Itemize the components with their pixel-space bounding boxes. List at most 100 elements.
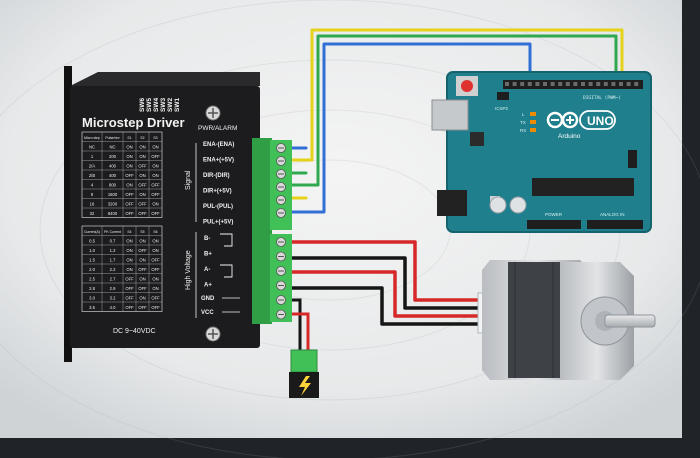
table-cell: 3.2	[110, 295, 116, 300]
header-pin	[520, 82, 525, 86]
table-cell: 2.2	[110, 267, 116, 272]
table-cell: ON	[139, 238, 145, 243]
table-cell: OFF	[138, 267, 147, 272]
table-cell: 0.7	[110, 238, 116, 243]
power-header	[527, 220, 581, 229]
motor-pin-label: A+	[204, 283, 212, 289]
logo-right-loop-icon	[561, 111, 579, 129]
table-cell: ON	[139, 173, 145, 178]
table-cell: 1.5	[89, 257, 95, 262]
dc-jack	[437, 190, 467, 216]
signal-pin-label: DIR+(+5V)	[203, 189, 232, 195]
logo-uno-text: UNO	[587, 114, 614, 128]
table-cell: 6400	[108, 211, 118, 216]
header-pin	[581, 82, 585, 86]
table-cell: OFF	[151, 295, 160, 300]
table-cell: OFF	[151, 154, 160, 159]
voltage-rating: DC 9~40VDC	[113, 328, 156, 335]
table-cell: ON	[152, 163, 158, 168]
table-cell: 3.5	[89, 305, 95, 310]
table-cell: 200	[109, 154, 117, 159]
table-cell: 2.5	[89, 276, 95, 281]
table-cell: OFF	[151, 267, 160, 272]
arduino-board-edge	[446, 71, 652, 233]
table-cell: OFF	[138, 248, 147, 253]
table-cell: OFF	[151, 192, 160, 197]
table-cell: ON	[139, 276, 145, 281]
reset-button[interactable]	[461, 80, 473, 92]
header-pin	[588, 82, 593, 86]
table-cell: OFF	[125, 286, 134, 291]
table-cell: ON	[126, 248, 132, 253]
terminal-screws	[276, 143, 286, 320]
table-cell: ON	[152, 286, 158, 291]
atmega-chip	[532, 178, 634, 196]
l-label: L	[522, 112, 525, 117]
logo-uno-badge	[579, 110, 616, 130]
dip-switch-label: SW2	[167, 98, 174, 112]
rx-label: RX	[520, 128, 526, 133]
arduino-uno: DIGITAL (PWM~) POWER ANALOG IN ICSP2 UNO…	[431, 71, 652, 233]
stepper-motor	[477, 260, 656, 380]
wire-blue	[288, 42, 532, 214]
status-leds: L TX RX	[520, 112, 536, 133]
power-alarm-label: PWR/ALARM	[198, 125, 237, 132]
table-cell: 2.7	[110, 276, 116, 281]
dip-switch-label: SW3	[160, 98, 167, 112]
digital-pins	[505, 82, 639, 86]
screw-top-slot-icon	[208, 108, 218, 118]
signal-pin-label: ENA-(ENA)	[203, 142, 234, 148]
table-cell: 8	[91, 192, 94, 197]
table-cell: OFF	[151, 257, 160, 262]
table-cell: ON	[152, 173, 158, 178]
usb-chip	[470, 132, 484, 146]
signal-pin-label: ENA+(+5V)	[203, 158, 234, 164]
signal-wires	[288, 28, 624, 214]
header-pin	[603, 82, 608, 86]
tx-label: TX	[520, 120, 526, 125]
table-cell: 32	[90, 211, 95, 216]
header-pin	[550, 82, 555, 86]
table-cell: OFF	[151, 305, 160, 310]
motor-shaft	[604, 314, 656, 328]
driver-heatsink-edge	[64, 66, 72, 362]
header-pin	[565, 82, 570, 86]
dip-switch-label: SW5	[146, 98, 153, 112]
table-cell: OFF	[138, 163, 147, 168]
dip-switch-label: SW1	[174, 98, 181, 112]
table-cell: ON	[139, 144, 145, 149]
table-cell: ON	[139, 295, 145, 300]
dip-switch-label: SW6	[139, 98, 146, 112]
table-cell: OFF	[125, 276, 134, 281]
capacitor-left	[489, 196, 507, 214]
table-cell: 1.2	[110, 248, 116, 253]
wire-green	[288, 34, 618, 187]
table-frame	[81, 225, 163, 312]
power-pin-label: GND	[201, 296, 215, 302]
table-cell: OFF	[151, 211, 160, 216]
table-header-cell: PK Current	[104, 230, 121, 234]
wire-vcc	[288, 312, 310, 354]
table-cell: ON	[139, 257, 145, 262]
table-cell: OFF	[125, 201, 134, 206]
signal-terminal-housing	[252, 138, 272, 232]
table-cell: 1.0	[89, 248, 95, 253]
table-cell: ON	[152, 201, 158, 206]
icsp-header	[628, 150, 637, 168]
table-cell: 1600	[108, 192, 118, 197]
table-cell: OFF	[138, 286, 147, 291]
table-cell: 2/B	[89, 173, 95, 178]
table-cell: ON	[139, 154, 145, 159]
signal-group-label: Signal	[185, 170, 192, 190]
logo-minus-plus-icon	[551, 116, 574, 124]
driver-title: Microstep Driver	[82, 115, 185, 130]
table-cell: ON	[126, 182, 132, 187]
table-header-cell: S3	[153, 136, 157, 140]
power-pin-label: VCC	[201, 310, 214, 316]
brand-text: Arduino	[558, 133, 581, 140]
table-header-cell: S1	[127, 136, 131, 140]
header-pin	[619, 82, 623, 86]
